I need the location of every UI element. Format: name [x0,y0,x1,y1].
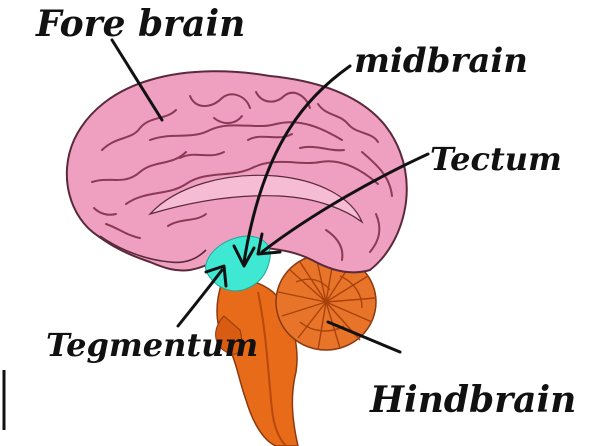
temporal-lobe-edge [99,235,207,264]
cerebrum-gyri [91,91,393,261]
label-forebrain: Fore brain [35,3,245,45]
label-tegmentum: Tegmentum [46,326,258,364]
tectum-arrowhead [256,232,282,256]
tegmentum-arrowhead [204,264,228,288]
leader-lines [110,38,430,354]
label-hindbrain: Hindbrain [369,379,576,421]
midbrain-arrowhead [232,244,256,268]
tectum-arrow [260,152,430,254]
brainstem-shading [257,291,287,446]
label-midbrain: midbrain [354,41,528,81]
forebrain-leader [110,38,164,122]
tegmentum-arrow [176,268,224,328]
corpus-callosum [148,174,364,224]
pons-bulge [215,315,243,355]
hindbrain-leader [326,320,402,354]
midbrain-arrow [242,64,352,264]
label-tectum: Tectum [430,140,562,178]
cerebrum [65,70,408,274]
